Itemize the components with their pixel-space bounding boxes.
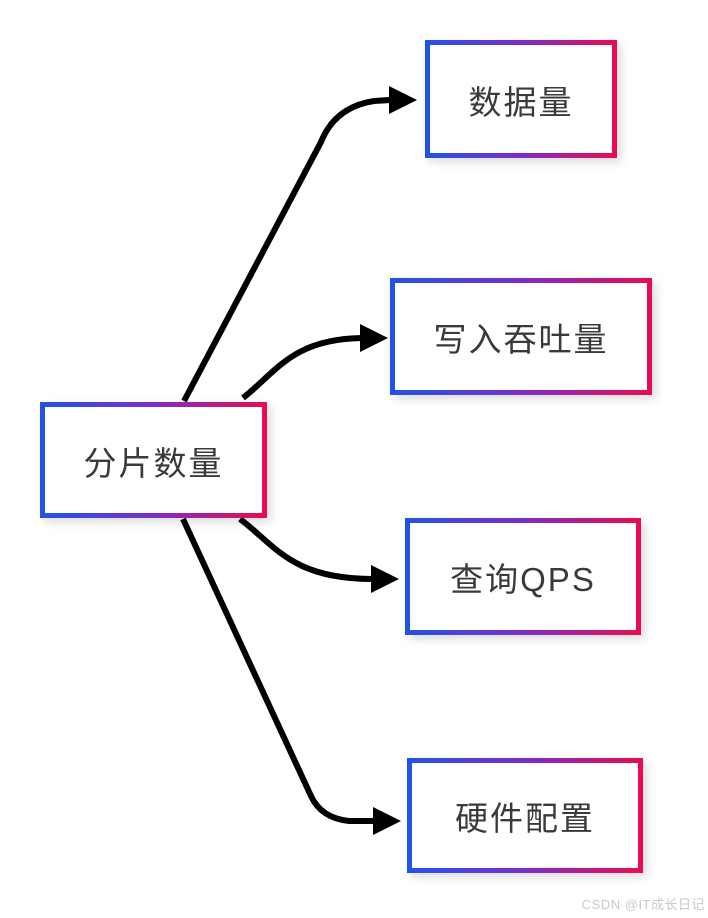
arrow-to-data-volume bbox=[181, 86, 417, 403]
node-shard-count-body: 分片数量 bbox=[45, 407, 262, 513]
node-data-volume-body: 数据量 bbox=[430, 45, 612, 153]
node-query-qps-label: 查询QPS bbox=[450, 561, 596, 598]
node-shard-count: 分片数量 bbox=[40, 402, 267, 518]
arrow-to-query-qps bbox=[238, 516, 399, 593]
node-data-volume: 数据量 bbox=[425, 40, 617, 158]
node-query-qps: 查询QPS bbox=[405, 518, 641, 635]
node-data-volume-label: 数据量 bbox=[468, 83, 574, 121]
node-hardware-config-label: 硬件配置 bbox=[455, 800, 595, 837]
node-hardware-config-body: 硬件配置 bbox=[412, 763, 638, 868]
arrow-to-hardware-config bbox=[180, 517, 401, 835]
node-query-qps-body: 查询QPS bbox=[410, 523, 636, 630]
arrow-to-write-throughput bbox=[241, 324, 388, 401]
node-write-throughput-label: 写入吞吐量 bbox=[433, 321, 609, 358]
node-shard-count-label: 分片数量 bbox=[83, 444, 224, 482]
node-write-throughput-body: 写入吞吐量 bbox=[395, 283, 647, 390]
node-hardware-config: 硬件配置 bbox=[407, 758, 643, 873]
node-write-throughput: 写入吞吐量 bbox=[390, 278, 652, 395]
csdn-watermark: CSDN @IT成长日记 bbox=[581, 897, 705, 912]
